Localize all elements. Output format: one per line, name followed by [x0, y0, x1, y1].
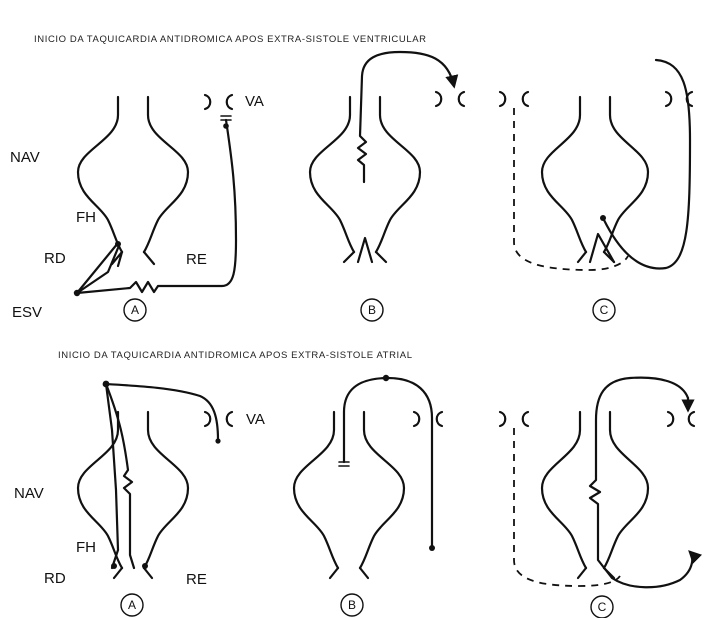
panel-top-a: VA NAV FH RD RE ESV A: [10, 93, 264, 321]
av-node-shape: [78, 97, 188, 266]
panel-label-bottom-a: A: [128, 598, 136, 612]
panel-top-c: C: [500, 60, 692, 321]
label-nav: NAV: [14, 485, 44, 502]
label-fh: FH: [76, 539, 96, 556]
label-rd: RD: [44, 250, 66, 267]
panel-label-bottom-c: C: [598, 600, 607, 614]
label-va: VA: [246, 411, 265, 428]
label-rd: RD: [44, 570, 66, 587]
label-va: VA: [245, 93, 264, 110]
panel-top-b: B: [310, 52, 464, 321]
av-node-shape: [294, 412, 404, 578]
title-ventricular: INICIO DA TAQUICARDIA ANTIDROMICA APOS E…: [34, 34, 427, 45]
accessory-pathway: [205, 95, 232, 109]
panel-bottom-c: C: [500, 378, 694, 618]
label-re: RE: [186, 571, 207, 588]
label-re: RE: [186, 251, 207, 268]
panel-label-bottom-b: B: [348, 598, 356, 612]
label-fh: FH: [76, 209, 96, 226]
av-node-shape: [542, 97, 648, 262]
panel-label-top-a: A: [131, 303, 139, 317]
panel-bottom-b: B: [294, 375, 442, 616]
panel-label-top-c: C: [600, 303, 609, 317]
title-atrial: INICIO DA TAQUICARDIA ANTIDROMICA APOS E…: [58, 350, 413, 361]
label-nav: NAV: [10, 149, 40, 166]
panel-label-top-b: B: [368, 303, 376, 317]
label-esv: ESV: [12, 304, 42, 321]
panel-bottom-a: VA NAV FH RD RE A: [14, 381, 265, 616]
